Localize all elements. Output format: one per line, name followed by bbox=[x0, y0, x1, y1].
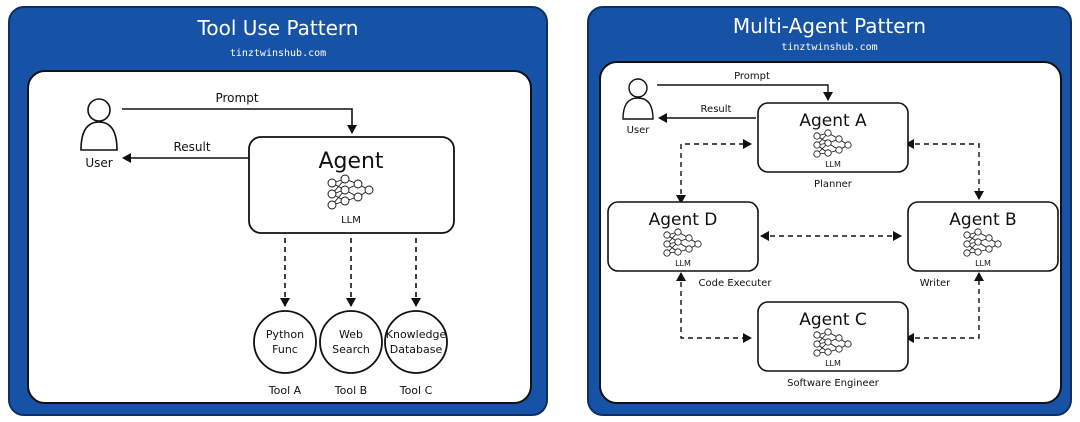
user-label: User bbox=[627, 125, 651, 136]
llm-label: LLM bbox=[341, 215, 361, 226]
tool-use-canvas: User Prompt Result Agent LLM bbox=[27, 70, 532, 404]
tool-c-line2: Database bbox=[390, 343, 443, 356]
agent-b-llm: LLM bbox=[975, 259, 991, 268]
tool-use-diagram: User Prompt Result Agent LLM bbox=[80, 91, 455, 397]
tool-c-line1: Knowledge bbox=[386, 328, 447, 341]
agent-c-node: Agent C LLM bbox=[757, 301, 909, 372]
link-d-c bbox=[676, 272, 752, 343]
agent-a-llm: LLM bbox=[825, 160, 841, 169]
tool-use-title: Tool Use Pattern bbox=[197, 16, 359, 40]
multi-agent-panel: Multi-Agent Pattern tinztwinshub.com bbox=[587, 6, 1072, 416]
user-icon bbox=[622, 78, 654, 120]
agent-d-node: Agent D LLM bbox=[607, 201, 759, 272]
multi-agent-diagram: User Prompt Result Agent A LLM bbox=[607, 71, 1059, 389]
tool-b-node: Web Search bbox=[319, 310, 383, 374]
neural-network-icon bbox=[327, 174, 374, 210]
agent-box bbox=[248, 136, 455, 234]
prompt-arrow bbox=[122, 108, 357, 134]
agent-a-role: Planner bbox=[814, 179, 853, 190]
tool-a-line1: Python bbox=[266, 328, 304, 341]
tool-c-caption: Tool C bbox=[399, 384, 433, 397]
user-label: User bbox=[85, 156, 112, 170]
prompt-arrow bbox=[657, 84, 833, 101]
tool-b-caption: Tool B bbox=[334, 384, 367, 397]
agent-b-node: Agent B LLM bbox=[907, 201, 1059, 272]
link-c-b bbox=[905, 272, 984, 343]
link-a-d bbox=[676, 139, 752, 204]
agent-b-role: Writer bbox=[920, 278, 951, 289]
agent-a-name: Agent A bbox=[799, 111, 867, 131]
agent-d-name: Agent D bbox=[649, 210, 718, 230]
multi-agent-subtitle: tinztwinshub.com bbox=[781, 42, 878, 53]
agent-d-role: Code Executer bbox=[699, 278, 773, 289]
multi-agent-title: Multi-Agent Pattern bbox=[732, 14, 927, 38]
agent-c-name: Agent C bbox=[799, 310, 867, 330]
agent-c-role: Software Engineer bbox=[787, 378, 880, 389]
multi-agent-canvas: User Prompt Result Agent A LLM bbox=[599, 61, 1062, 404]
agent-d-llm: LLM bbox=[675, 259, 691, 268]
user-icon bbox=[80, 98, 118, 151]
agent-label: Agent bbox=[318, 149, 383, 174]
tool-b-line2: Search bbox=[332, 343, 370, 356]
tool-use-panel: Tool Use Pattern tinztwinshub.com User P… bbox=[8, 6, 548, 416]
tool-b-line1: Web bbox=[339, 328, 363, 341]
tool-a-caption: Tool A bbox=[268, 384, 302, 397]
agent-b-name: Agent B bbox=[949, 210, 1016, 230]
prompt-label: Prompt bbox=[215, 91, 258, 105]
agent-c-llm: LLM bbox=[825, 359, 841, 368]
tool-a-line2: Func bbox=[272, 343, 298, 356]
tool-a-node: Python Func bbox=[253, 310, 317, 374]
tool-use-subtitle: tinztwinshub.com bbox=[229, 48, 327, 59]
prompt-label: Prompt bbox=[734, 71, 770, 82]
result-label: Result bbox=[173, 140, 210, 154]
link-a-b bbox=[905, 139, 984, 200]
result-label: Result bbox=[701, 104, 732, 115]
agent-a-node: Agent A LLM bbox=[757, 102, 909, 173]
tool-c-node: Knowledge Database bbox=[384, 310, 448, 374]
